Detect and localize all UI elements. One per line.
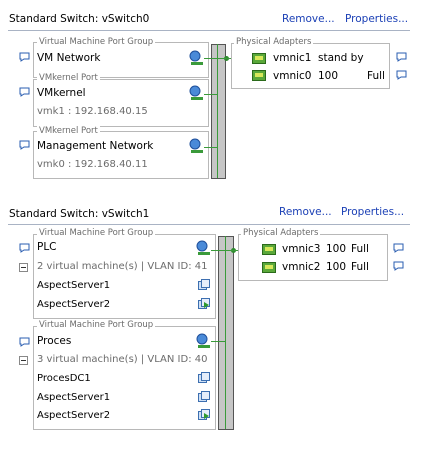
management-ip-address: vmk0 : 192.168.40.11 — [37, 159, 148, 170]
portgroup-name[interactable]: VM Network — [37, 52, 101, 64]
portgroup-plc-box — [33, 234, 216, 319]
vm-list-item[interactable]: AspectServer1 — [37, 280, 111, 291]
nic-icon — [252, 70, 266, 81]
portgroup-name[interactable]: VMkernel — [37, 87, 86, 99]
vm-running-icon — [198, 298, 210, 309]
vmkernel-port-box — [33, 79, 209, 127]
adapter-duplex: Full — [351, 243, 369, 255]
physical-adapters-box — [231, 43, 390, 89]
collapse-icon[interactable] — [19, 263, 28, 272]
vm-list-item[interactable]: ProcesDC1 — [37, 373, 91, 384]
comment-icon[interactable] — [19, 140, 30, 150]
adapter-name[interactable]: vmnic1 — [273, 52, 312, 64]
vswitch1-title: Standard Switch: vSwitch1 — [9, 208, 150, 220]
comment-icon[interactable] — [393, 261, 404, 271]
comment-icon[interactable] — [19, 52, 30, 62]
vswitch1-properties-link[interactable]: Properties... — [341, 206, 405, 218]
connector-line — [204, 94, 217, 95]
vm-list-item[interactable]: AspectServer2 — [37, 299, 111, 310]
portgroup-type-label: VMkernel Port — [37, 126, 100, 136]
comment-icon[interactable] — [396, 52, 407, 62]
adapter-name[interactable]: vmnic2 — [282, 261, 321, 273]
adapter-name[interactable]: vmnic3 — [282, 243, 321, 255]
physical-adapters-label: Physical Adapters — [234, 37, 314, 47]
nic-icon — [262, 262, 276, 273]
connector-line — [204, 147, 217, 148]
adapter-speed: 100 — [318, 70, 339, 82]
portgroup-name[interactable]: PLC — [37, 241, 57, 253]
nic-icon — [252, 53, 266, 64]
collapse-icon[interactable] — [19, 356, 28, 365]
comment-icon[interactable] — [19, 87, 30, 97]
comment-icon[interactable] — [393, 243, 404, 253]
vswitch0-remove-link[interactable]: Remove... — [282, 13, 335, 25]
network-globe-icon — [196, 333, 210, 348]
network-globe-icon — [189, 138, 203, 153]
connector-line — [211, 341, 225, 342]
physical-adapters-box — [238, 234, 388, 281]
adapter-duplex: Full — [367, 70, 385, 82]
vm-running-icon — [198, 409, 210, 420]
physical-adapters-label: Physical Adapters — [241, 228, 321, 238]
portgroup-vm-summary: 3 virtual machine(s) | VLAN ID: 40 — [37, 354, 208, 365]
vswitch0-separator — [8, 30, 410, 31]
adapter-name[interactable]: vmnic0 — [273, 70, 312, 82]
portgroup-type-label: Virtual Machine Port Group — [37, 320, 156, 330]
vmkernel-ip-address: vmk1 : 192.168.40.15 — [37, 106, 148, 117]
vswitch0-properties-link[interactable]: Properties... — [345, 13, 409, 25]
vswitch1-bus-line — [225, 236, 226, 429]
vm-list-item[interactable]: AspectServer2 — [37, 410, 111, 421]
vswitch1-bar — [218, 236, 234, 430]
adapter-speed: stand by — [318, 52, 364, 64]
vm-icon — [198, 279, 210, 290]
portgroup-name[interactable]: Management Network — [37, 140, 154, 152]
vswitch0-title: Standard Switch: vSwitch0 — [9, 13, 150, 25]
nic-icon — [262, 244, 276, 255]
vswitch0-bus-line — [217, 44, 218, 178]
comment-icon[interactable] — [396, 70, 407, 80]
vswitch1-separator — [8, 224, 410, 225]
network-globe-icon — [196, 240, 210, 255]
adapter-speed: 100 — [326, 261, 347, 273]
adapter-duplex: Full — [351, 261, 369, 273]
vm-list-item[interactable]: AspectServer1 — [37, 392, 111, 403]
portgroup-type-label: Virtual Machine Port Group — [37, 37, 156, 47]
network-globe-icon — [189, 50, 203, 65]
vm-icon — [198, 372, 210, 383]
portgroup-type-label: Virtual Machine Port Group — [37, 228, 156, 238]
connector-line — [211, 250, 225, 251]
portgroup-type-label: VMkernel Port — [37, 73, 100, 83]
vm-icon — [198, 391, 210, 402]
comment-icon[interactable] — [19, 243, 30, 253]
vswitch1-remove-link[interactable]: Remove... — [279, 206, 332, 218]
comment-icon[interactable] — [19, 337, 30, 347]
adapter-speed: 100 — [326, 243, 347, 255]
vswitch0-bar — [211, 44, 226, 179]
network-globe-icon — [189, 85, 203, 100]
portgroup-vm-summary: 2 virtual machine(s) | VLAN ID: 41 — [37, 261, 208, 272]
management-port-box — [33, 131, 209, 179]
connector-line — [204, 58, 217, 59]
portgroup-name[interactable]: Proces — [37, 335, 72, 347]
